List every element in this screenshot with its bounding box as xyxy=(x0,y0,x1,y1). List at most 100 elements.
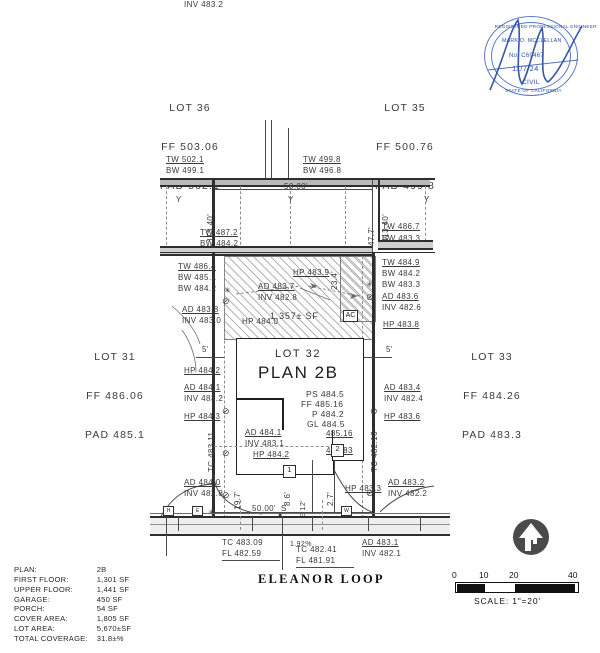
callout-ad-483-2-line1: AD 483.2 xyxy=(388,478,425,487)
lot-33-name: LOT 33 xyxy=(471,351,513,363)
callout-ad-483-8-line2: INV 483.0 xyxy=(182,316,222,325)
lot-36-ff: FF 503.06 xyxy=(161,141,219,153)
marker-s: S xyxy=(281,504,287,513)
dash-line-upper-4 xyxy=(345,186,346,244)
utility-box-h: H xyxy=(163,506,174,516)
callout-tw-484-9-line2: BW 484.2 xyxy=(382,269,421,278)
callout-ad-484-1-mid-line1: AD 484.1 xyxy=(245,428,282,437)
street-lateral-1 xyxy=(166,516,167,556)
callout-ad-483-2-line2: INV 482.2 xyxy=(388,489,428,498)
callout-spot-485-16: 485.16 xyxy=(326,429,353,438)
property-line-left-upper xyxy=(212,180,215,252)
stamp-date: 11/7/24 xyxy=(512,64,539,73)
legend-row-plan: PLAN: 2B xyxy=(14,565,131,575)
scale-tick-40: 40 xyxy=(568,570,578,580)
utility-line-c xyxy=(288,128,289,178)
callout-tw-486-7-line1: TW 486.7 xyxy=(382,222,420,231)
house-step-1 xyxy=(236,398,282,400)
curb-tick-5 xyxy=(420,517,421,531)
scale-tick-20: 20 xyxy=(509,570,519,580)
stamp-inner-ring xyxy=(491,22,571,90)
swale-mark-3: Y xyxy=(424,195,430,204)
pad-gl-elev: GL 484.5 xyxy=(307,419,345,429)
area-drain-circle-6: ⊘ xyxy=(222,490,230,500)
lot-35-name: LOT 35 xyxy=(384,102,426,114)
house-step-2 xyxy=(282,398,284,430)
callout-ad-483-6-line2: INV 482.6 xyxy=(382,303,422,312)
callout-tw-487-2-line2: BW 484.2 xyxy=(200,239,239,248)
callout-tc-483-11: TC 483.11 xyxy=(207,431,216,472)
street-edge-left xyxy=(150,513,450,514)
callout-hp-484-2-mid: HP 484.2 xyxy=(253,450,290,459)
street-name-label: ELEANOR LOOP xyxy=(258,572,385,586)
area-drain-circle-5: ⊘ xyxy=(222,448,230,458)
legend-label-garage: GARAGE: xyxy=(14,594,51,604)
curb-tick-2 xyxy=(252,517,253,531)
callout-hp-484-3: HP 484.3 xyxy=(184,412,221,421)
callout-ad-483-1-street-line1: AD 483.1 xyxy=(362,538,399,547)
callout-tw-486-7-line2: BW 483.3 xyxy=(382,234,421,243)
curb-tick-3 xyxy=(312,517,313,531)
utility-dash-2 xyxy=(322,500,323,530)
utility-line-a xyxy=(265,120,266,178)
pad-p-elev: P 484.2 xyxy=(312,409,344,419)
legend-value-first-floor: 1,301 SF xyxy=(96,574,130,584)
callout-hp-483-8: HP 483.8 xyxy=(383,320,420,329)
utility-box-e: E xyxy=(192,506,203,516)
callout-ad-484-1-mid-line2: INV 483.1 xyxy=(245,439,285,448)
legend-row-cover-area: COVER AREA: 1,805 SF xyxy=(14,614,131,624)
legend-row-garage: GARAGE: 450 SF xyxy=(14,595,131,605)
callout-tw-487-2-line1: TW 487.2 xyxy=(200,228,238,237)
utility-box-w: W xyxy=(341,506,352,516)
legend-table: PLAN: 2B FIRST FLOOR: 1,301 SF UPPER FLO… xyxy=(14,565,131,644)
callout-tw-486-4-line1: TW 486.4 xyxy=(178,262,216,271)
north-arrow-icon xyxy=(512,518,550,556)
lot-33-pad: PAD 483.3 xyxy=(462,429,522,441)
stamp-outer-ring xyxy=(484,16,578,96)
lot-label-33: LOT 33 FF 484.26 PAD 483.3 xyxy=(432,325,552,455)
curb-callout-underline-2 xyxy=(296,567,354,568)
callout-ad-484-0-line1: AD 484.0 xyxy=(184,478,221,487)
callout-ad-484-1-left-line2b: INV 483.2 xyxy=(184,394,224,403)
stamp-state: STATE OF CALIFORNIA xyxy=(505,88,562,94)
callout-ad-484-0-line2: INV 482.8 xyxy=(184,489,224,498)
dash-line-upper-5 xyxy=(425,186,426,241)
dim-50-bottom: 50.00' xyxy=(252,504,276,513)
legend-row-lot-area: LOT AREA: 5,670±SF xyxy=(14,624,131,634)
setback-right: 5' xyxy=(386,345,393,354)
callout-ad-483-4-line2: INV 482.4 xyxy=(384,394,424,403)
callout-tw-502-1-line1: TW 502.1 xyxy=(166,155,204,164)
scale-bar-widget: 0 10 20 40 SCALE: 1"=20' xyxy=(452,570,582,610)
area-drain-circle-7: ⊘ xyxy=(366,488,374,498)
curb-tick-4 xyxy=(368,517,369,531)
legend-label-first-floor: FIRST FLOOR: xyxy=(14,574,69,584)
dash-line-upper-3 xyxy=(290,186,291,244)
callout-hp-483-3: HP 483.3 xyxy=(345,484,382,493)
callout-tw-486-4-line2: BW 485.1 xyxy=(178,273,217,282)
callout-hp-483-9: HP 483.9 xyxy=(293,268,330,277)
marker-1: 1 xyxy=(283,465,296,478)
slope-label: 1.92% xyxy=(290,541,312,548)
driveway-dash-top xyxy=(214,446,334,447)
swale-mark-2: Y xyxy=(288,195,294,204)
lot-36-name: LOT 36 xyxy=(169,102,211,114)
retaining-wall-top xyxy=(160,178,430,187)
street-pavement xyxy=(150,516,450,536)
callout-tw-484-9-line1: TW 484.9 xyxy=(382,258,420,267)
house-footprint-main xyxy=(236,338,364,432)
legend-label-cover-area: COVER AREA: xyxy=(14,614,68,624)
lot-31-name: LOT 31 xyxy=(94,351,136,363)
scale-tick-10: 10 xyxy=(479,570,489,580)
callout-tw-484-9-line3: BW 483.3 xyxy=(382,280,421,289)
stamp-discipline: CIVIL xyxy=(522,79,540,86)
lot-31-ff: FF 486.06 xyxy=(86,390,144,402)
legend-label-porch: PORCH: xyxy=(14,604,45,614)
callout-tw-486-4-line3: BW 484.2 xyxy=(178,284,217,293)
callout-ad-483-6-line1: AD 483.6 xyxy=(382,292,419,301)
dim-113-40-right: 113.40' xyxy=(381,213,390,242)
marker-ac: AC xyxy=(343,310,358,322)
legend-value-plan: 2B xyxy=(96,564,107,574)
stamp-name: MARK O. MCCLELLAN xyxy=(502,38,562,44)
parcel-line-mid xyxy=(160,252,435,253)
legend-value-cover-area: 1,805 SF xyxy=(96,614,130,624)
